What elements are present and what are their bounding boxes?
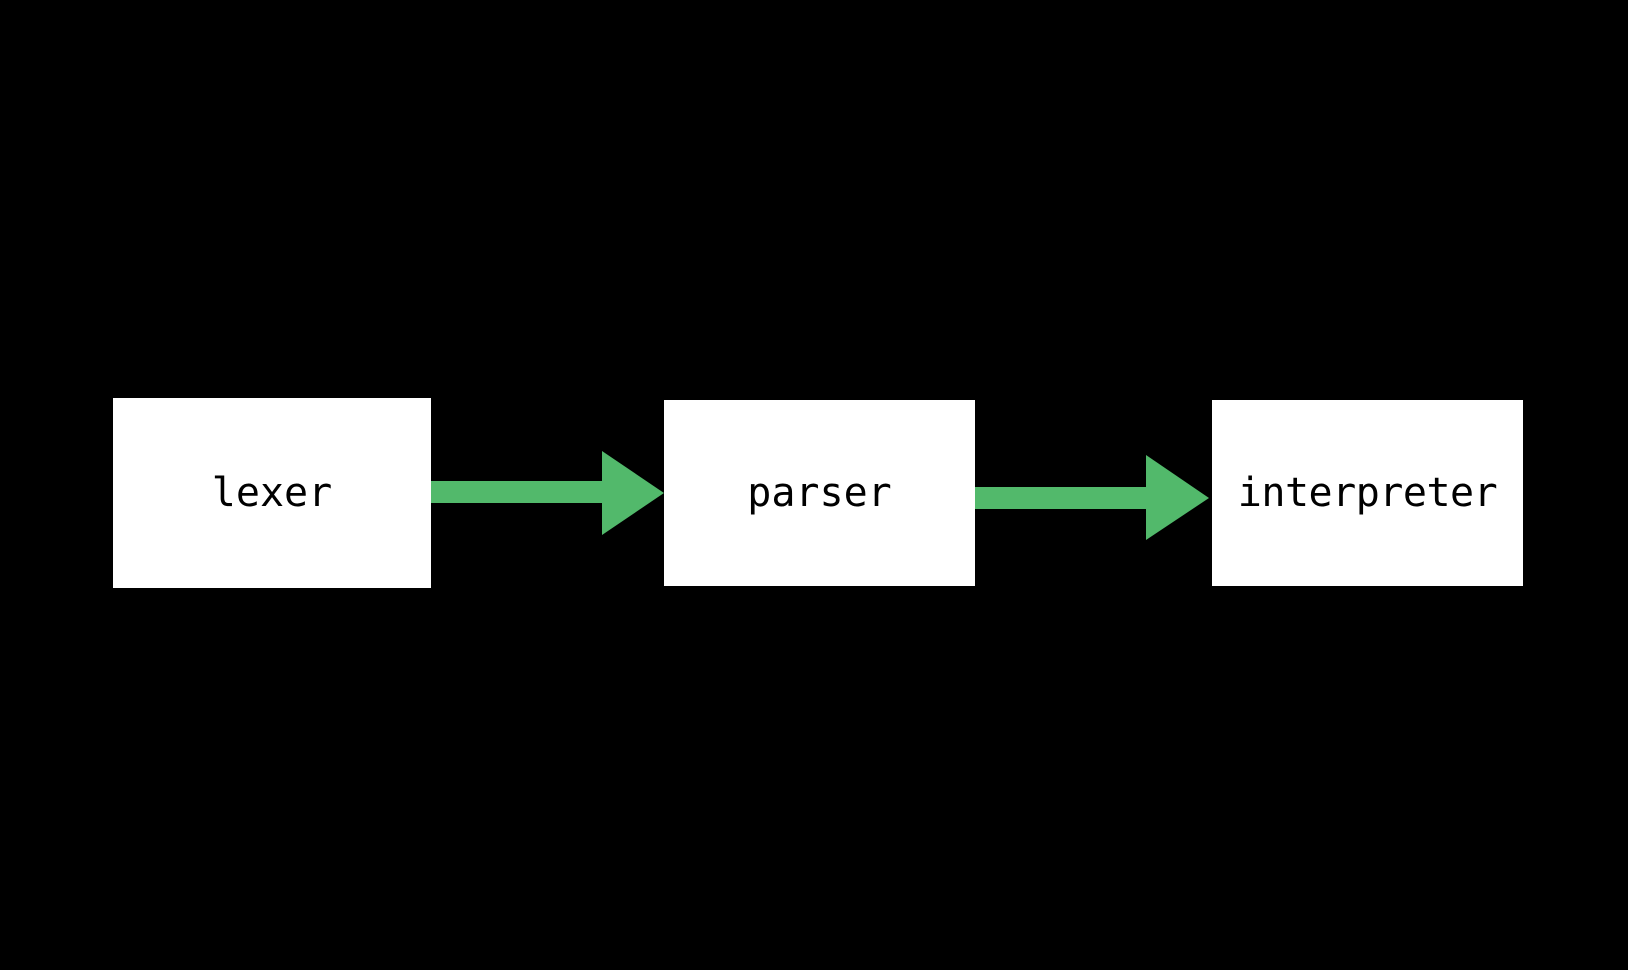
- node-parser: parser: [664, 400, 975, 586]
- arrow-shaft: [431, 481, 603, 503]
- node-label-lexer: lexer: [211, 470, 333, 516]
- node-label-interpreter: interpreter: [1237, 470, 1498, 516]
- node-label-parser: parser: [747, 470, 892, 516]
- arrow-head: [1146, 455, 1209, 540]
- arrow-head: [602, 451, 664, 535]
- node-lexer: lexer: [113, 398, 431, 588]
- arrow-lexer-to-parser: [431, 451, 664, 535]
- node-interpreter: interpreter: [1212, 400, 1523, 586]
- arrow-shaft: [975, 487, 1147, 509]
- arrow-parser-to-interpreter: [975, 455, 1209, 540]
